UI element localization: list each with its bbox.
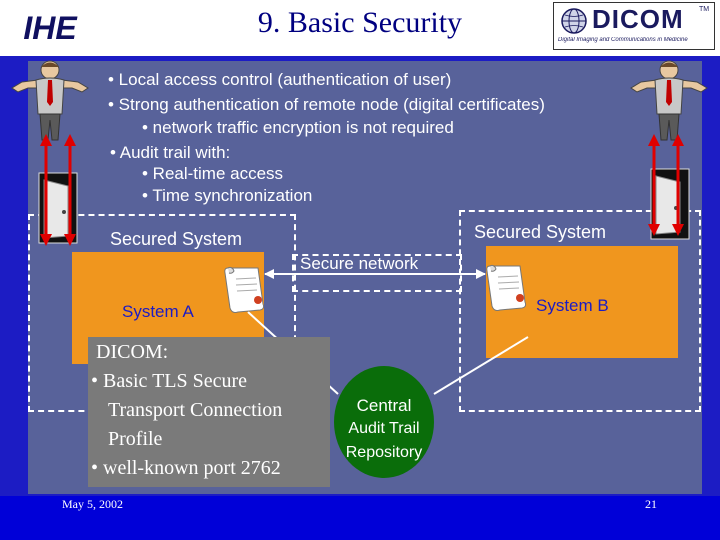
- dicom-profile-box: DICOM: • Basic TLS Secure Transport Conn…: [88, 337, 330, 487]
- dicom-logo: DICOM TM Digital Imaging and Communicati…: [553, 2, 715, 50]
- secured-system-right-boundary: [459, 210, 701, 412]
- dicom-profile-line: • Basic TLS Secure: [91, 370, 248, 392]
- audit-repository-label: Repository: [345, 444, 423, 461]
- person-icon: [630, 60, 708, 141]
- dicom-logo-tm: TM: [699, 6, 710, 13]
- bullet-encryption: • network traffic encryption is not requ…: [142, 118, 454, 137]
- bullet-real-time: • Real-time access: [142, 164, 284, 183]
- dicom-logo-subtitle: Digital Imaging and Communications in Me…: [558, 37, 688, 43]
- bullet-audit-trail: • Audit trail with:: [110, 143, 231, 162]
- title-bar: IHE 9. Basic Security DICOM TM Digital I…: [0, 0, 720, 56]
- audit-repository-label: Audit Trail: [348, 420, 420, 437]
- dicom-profile-line: Transport Connection: [108, 399, 283, 421]
- page-number: 21: [645, 497, 657, 511]
- dicom-profile-line: Profile: [108, 428, 163, 450]
- certificate-scroll-icon: [224, 266, 265, 313]
- audit-repository-label: Central: [356, 396, 412, 415]
- ihe-logo-text: IHE: [23, 10, 78, 46]
- person-icon: [11, 60, 89, 141]
- secured-system-right-label: Secured System: [474, 222, 607, 242]
- user-access-arrow-left: [40, 134, 76, 246]
- dicom-profile-line: • well-known port 2762: [91, 457, 281, 479]
- dicom-logo-name: DICOM: [592, 4, 684, 34]
- user-access-arrow-right: [648, 134, 684, 236]
- dicom-globe-icon: [561, 8, 587, 34]
- secure-network-label: Secure network: [300, 254, 419, 273]
- certificate-scroll-icon: [486, 264, 527, 311]
- bullet-local-access: • Local access control (authentication o…: [108, 70, 452, 89]
- ihe-logo: IHE: [4, 6, 96, 48]
- footer-date: May 5, 2002: [62, 497, 123, 511]
- secured-system-left-label: Secured System: [110, 229, 243, 249]
- system-b-audit-link: [433, 336, 529, 395]
- dicom-profile-heading: DICOM:: [96, 341, 169, 363]
- slide-title: 9. Basic Security: [257, 6, 463, 39]
- bullet-time-sync: • Time synchronization: [142, 186, 313, 205]
- system-a-label: System A: [122, 302, 194, 321]
- system-b-label: System B: [536, 296, 609, 315]
- secure-link-arrow: [264, 269, 486, 279]
- footer-bar: [0, 496, 720, 540]
- bullet-strong-auth: • Strong authentication of remote node (…: [108, 95, 545, 114]
- audit-repository: Central Audit Trail Repository: [334, 366, 434, 478]
